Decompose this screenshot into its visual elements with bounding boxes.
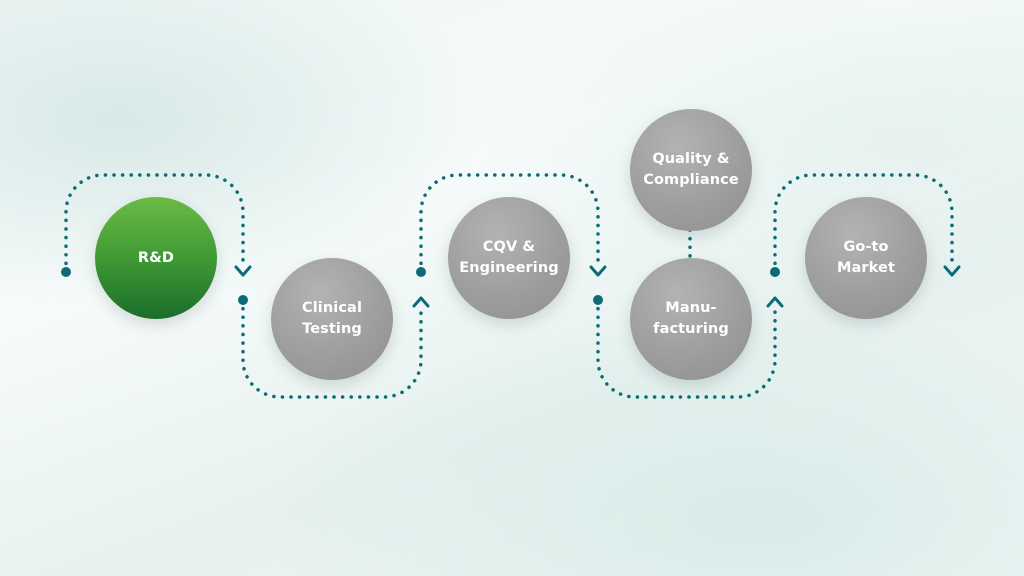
step-clinical-testing: Clinical Testing [271,258,393,380]
step-label: Clinical Testing [301,300,363,337]
step-label: Go-to Market [837,239,895,276]
step-quality-compliance: Quality & Compliance [630,109,752,231]
arrow-down-icon [943,265,961,277]
arrow-up-icon [766,296,784,308]
step-label: Quality & Compliance [643,151,739,188]
step-cqv-engineering: CQV & Engineering [448,197,570,319]
connector-start-dot [61,267,71,277]
step-label: R&D [137,249,175,266]
connector-dot-market [770,267,780,277]
step-rnd: R&D [95,197,217,319]
step-go-to-market: Go-to Market [805,197,927,319]
step-label: Manu- facturing [653,300,729,337]
arrow-down-icon [589,265,607,277]
arrow-down-icon [234,265,252,277]
connector-dot-clinical [238,295,248,305]
connector-dot-manufacturing [593,295,603,305]
connector-dot-cqv [416,267,426,277]
step-manufacturing: Manu- facturing [630,258,752,380]
arrow-up-icon [412,296,430,308]
step-label: CQV & Engineering [459,239,559,276]
